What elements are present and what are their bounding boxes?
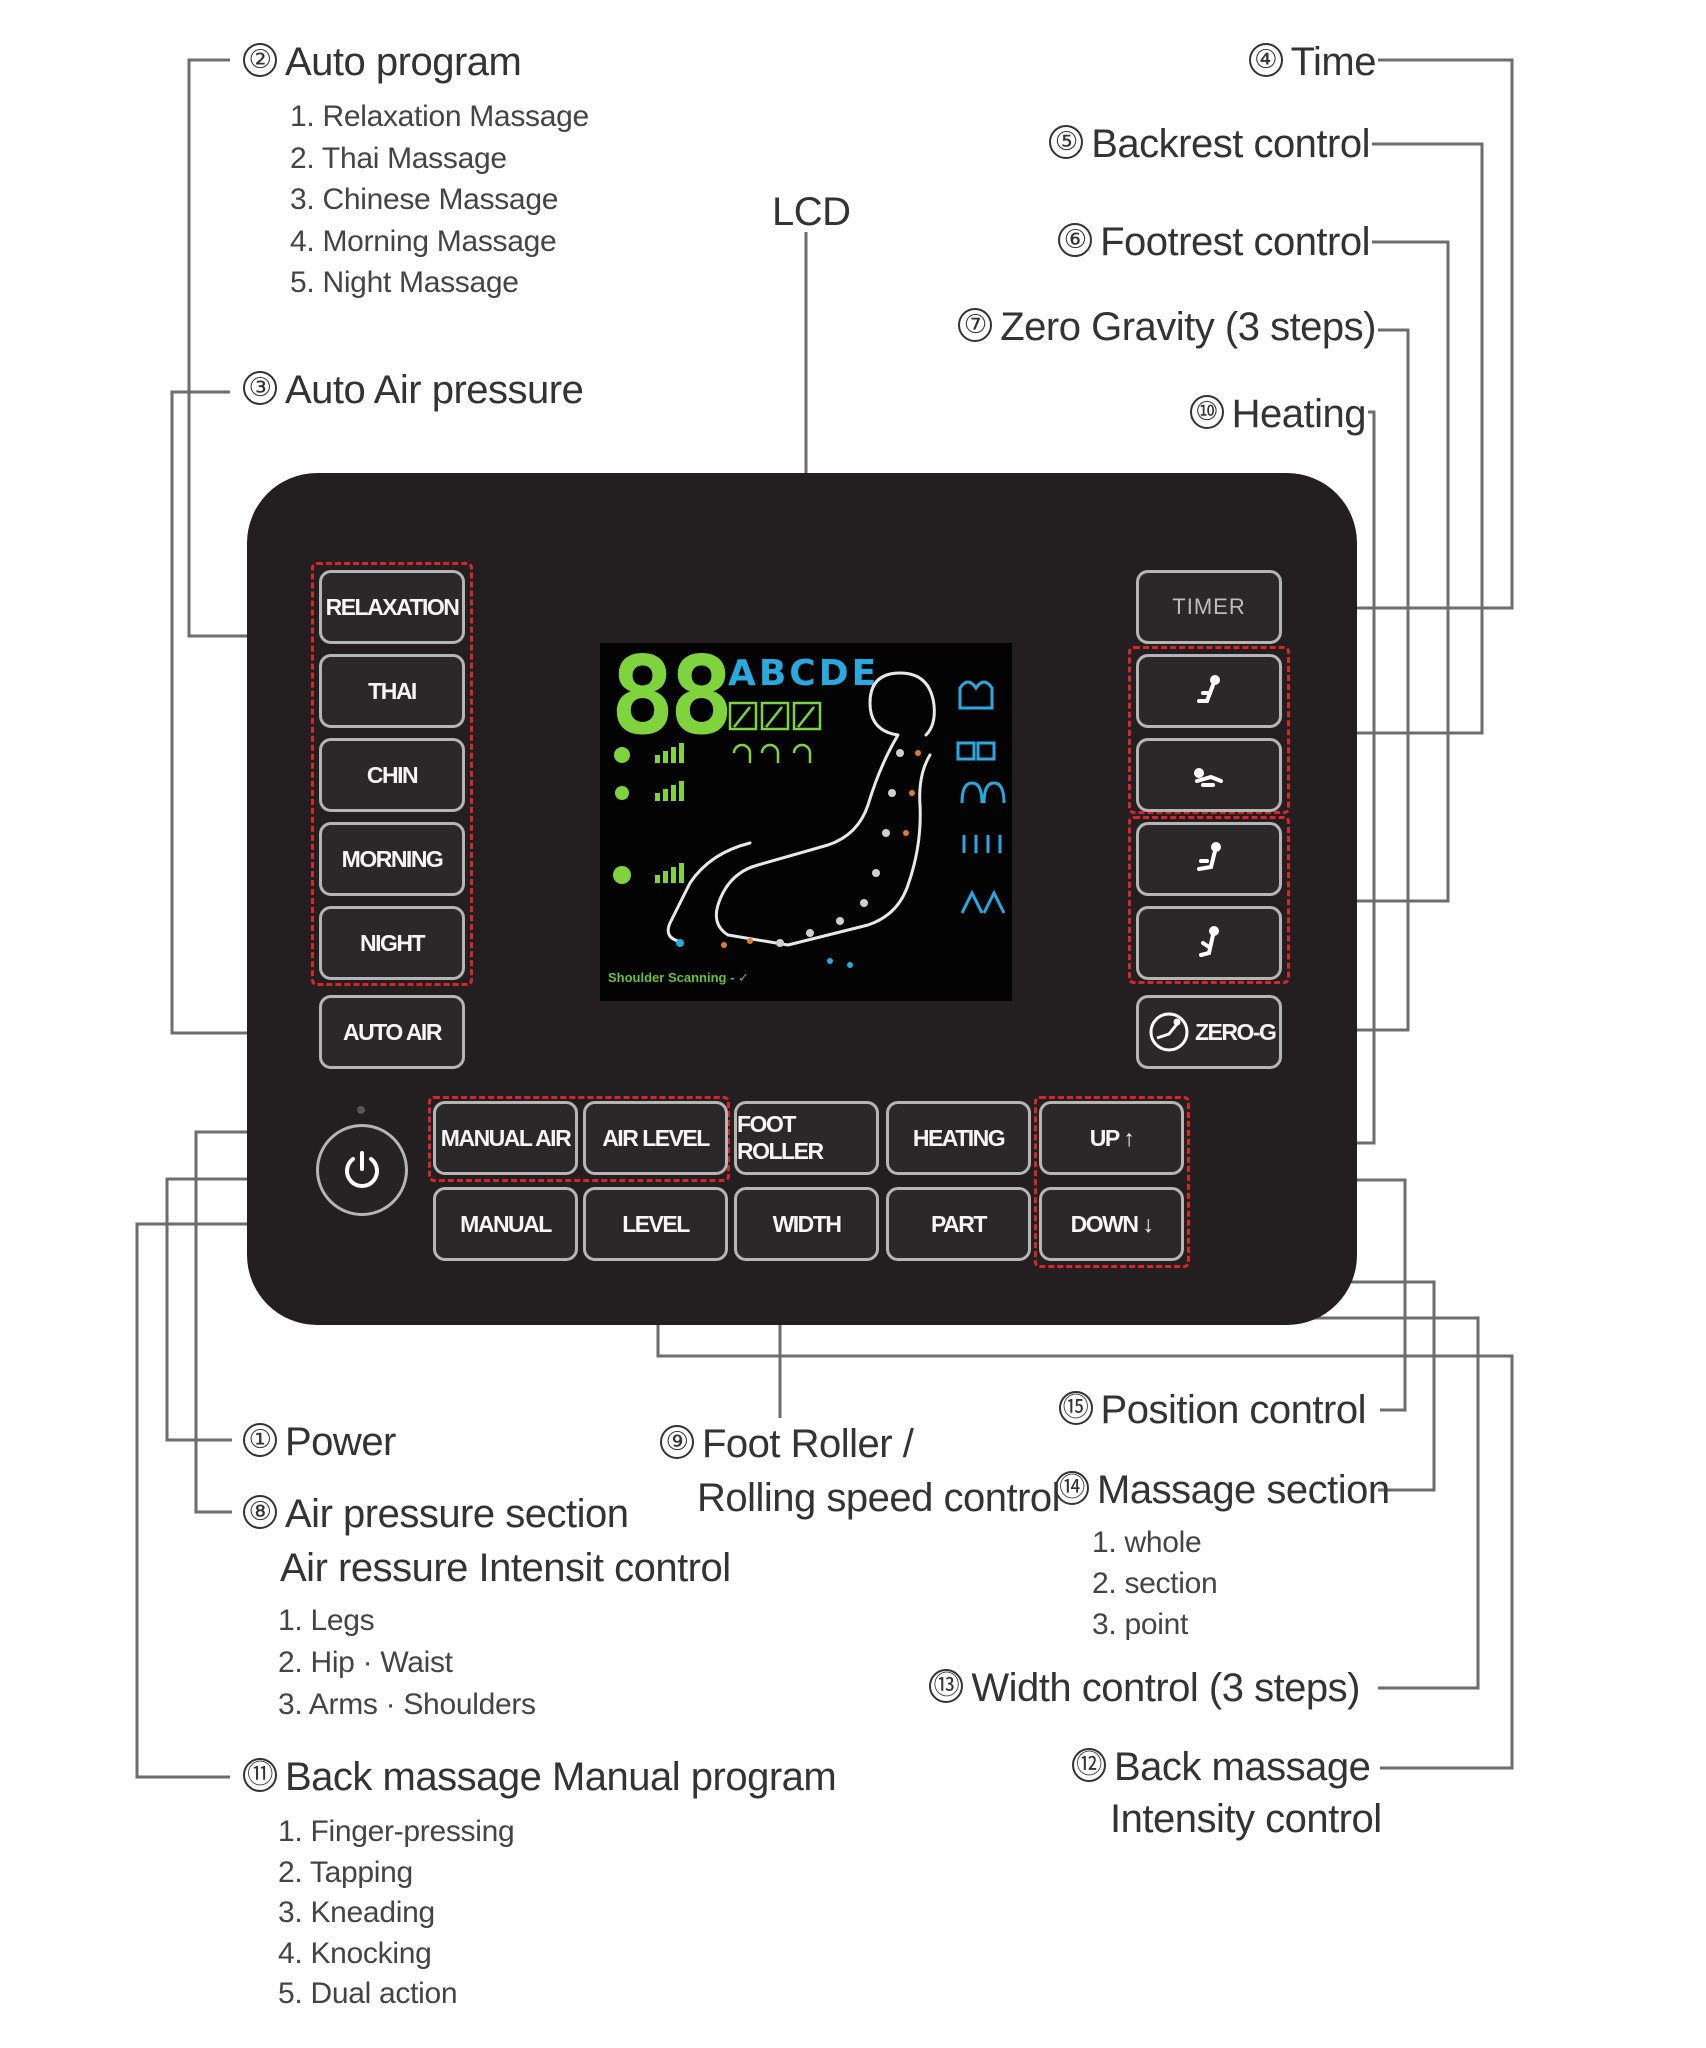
footrest-icon xyxy=(1194,768,1223,787)
power-icon xyxy=(345,1151,379,1188)
footrest-down-button[interactable] xyxy=(1136,822,1282,896)
air-pressure-list: 1. Legs 2. Hip · Waist 3. Arms · Shoulde… xyxy=(278,1604,536,1721)
backrest-up-icon xyxy=(1197,675,1220,703)
zero-g-icon xyxy=(1149,1012,1189,1052)
lcd-letters: ABCDE xyxy=(728,653,880,694)
line-footrest xyxy=(1288,240,1450,903)
number-2-icon: ② xyxy=(243,43,277,78)
manual-button[interactable]: MANUAL xyxy=(433,1187,578,1261)
foot-roller-button[interactable]: FOOT ROLLER xyxy=(734,1101,879,1175)
backrest-down-icon xyxy=(1199,926,1219,957)
backrest-down-button[interactable] xyxy=(1136,906,1282,980)
lcd-body-figure xyxy=(613,671,1006,968)
night-button[interactable]: NIGHT xyxy=(319,906,465,980)
zero-g-button[interactable]: ZERO-G xyxy=(1136,995,1282,1069)
up-button[interactable]: UP ↑ xyxy=(1039,1101,1184,1175)
massage-section-list: 1. whole 2. section 3. point xyxy=(1092,1526,1218,1641)
relaxation-button[interactable]: RELAXATION xyxy=(319,570,465,644)
backrest-up-button[interactable] xyxy=(1136,654,1282,728)
foot-roller-subtitle: Rolling speed control xyxy=(697,1476,1061,1520)
part-button[interactable]: PART xyxy=(886,1187,1031,1261)
air-pressure-subtitle: Air ressure Intensit control xyxy=(280,1546,731,1590)
lcd-display: 88 ABCDE xyxy=(600,643,1012,1001)
auto-program-group xyxy=(311,562,473,986)
width-button[interactable]: WIDTH xyxy=(734,1187,879,1261)
lcd-digits: 88 xyxy=(610,634,734,759)
footrest-down-icon xyxy=(1197,842,1221,871)
level-button[interactable]: LEVEL xyxy=(583,1187,728,1261)
down-button[interactable]: DOWN ↓ xyxy=(1039,1187,1184,1261)
manual-air-button[interactable]: MANUAL AIR xyxy=(433,1101,578,1175)
auto-air-button[interactable]: AUTO AIR xyxy=(319,995,465,1069)
power-led xyxy=(357,1106,365,1114)
air-group xyxy=(428,1096,730,1182)
backrest-footrest-group xyxy=(1128,646,1290,814)
zero-g-label: ZERO-G xyxy=(1195,1018,1277,1045)
footrest-button[interactable] xyxy=(1136,738,1282,812)
back-manual-list: 1. Finger-pressing 2. Tapping 3. Kneadin… xyxy=(278,1815,515,2010)
power-button[interactable] xyxy=(316,1124,408,1216)
line-time xyxy=(1288,58,1514,610)
line-power xyxy=(165,1177,320,1442)
position-group xyxy=(1034,1096,1190,1268)
morning-button[interactable]: MORNING xyxy=(319,822,465,896)
lcd-footer: Shoulder Scanning - ✓ xyxy=(608,970,749,985)
chin-button[interactable]: CHIN xyxy=(319,738,465,812)
back-intensity-subtitle: Intensity control xyxy=(1110,1797,1382,1841)
callout-lcd: LCD xyxy=(772,190,851,234)
auto-program-list: 1. Relaxation Massage 2. Thai Massage 3.… xyxy=(290,100,589,299)
recline-group xyxy=(1128,816,1290,984)
timer-button[interactable]: TIMER xyxy=(1136,570,1282,644)
line-backrest xyxy=(1288,142,1484,735)
heating-button[interactable]: HEATING xyxy=(886,1101,1031,1175)
air-level-button[interactable]: AIR LEVEL xyxy=(583,1101,728,1175)
thai-button[interactable]: THAI xyxy=(319,654,465,728)
